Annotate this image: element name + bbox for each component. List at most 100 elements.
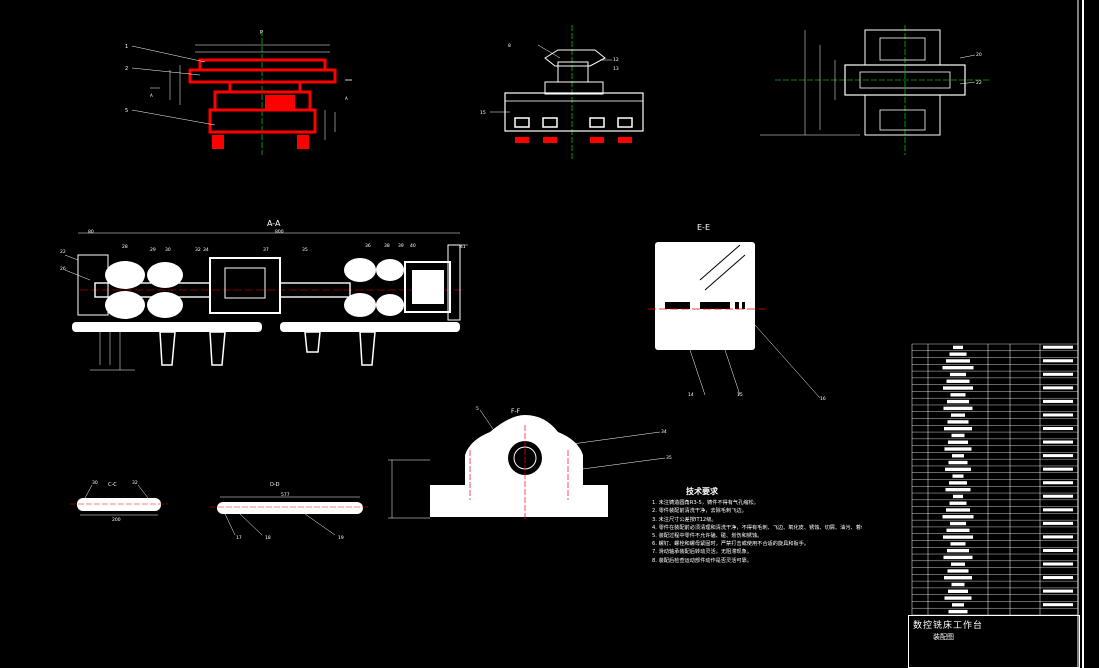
bom-entry-mark xyxy=(950,521,966,526)
bom-entry-mark xyxy=(953,494,963,499)
svg-text:32: 32 xyxy=(195,247,201,253)
svg-text:26: 26 xyxy=(60,266,66,272)
bom-entry-mark xyxy=(949,481,967,485)
bom-standard-mark xyxy=(1043,589,1073,593)
cc-length-dimension: 200 xyxy=(112,517,121,523)
svg-text:32: 32 xyxy=(132,480,138,486)
title-block: 数控铣床工作台 装配图 xyxy=(908,615,1080,668)
bom-standard-mark xyxy=(1043,440,1073,444)
svg-text:29: 29 xyxy=(150,247,156,253)
drawing-subtitle: 装配图 xyxy=(933,633,954,641)
bom-standard-mark xyxy=(1043,467,1073,471)
bom-entry-mark xyxy=(945,487,971,492)
section-ee-view: E-E 14 15 16 xyxy=(648,223,826,402)
bom-entry-mark xyxy=(949,501,967,505)
aa-left-dimension: 80 xyxy=(88,229,94,235)
bom-standard-mark xyxy=(1043,481,1073,485)
bom-entry-mark xyxy=(951,582,965,587)
svg-text:36: 36 xyxy=(365,243,371,249)
tech-line: 3. 未注尺寸公差按IT12级。 xyxy=(652,516,717,523)
svg-text:35: 35 xyxy=(666,455,672,461)
bom-entry-mark xyxy=(944,596,972,600)
svg-text:35: 35 xyxy=(302,247,308,253)
bom-entry-mark xyxy=(943,535,973,539)
svg-text:15: 15 xyxy=(737,392,743,398)
bom-entry-mark xyxy=(946,528,970,533)
section-cc-view: C-C 30 32 200 xyxy=(70,480,168,523)
bom-entry-mark xyxy=(942,515,974,519)
bom-entry-mark xyxy=(948,609,968,614)
svg-text:14: 14 xyxy=(688,392,694,398)
section-dd-view: D-D 17 18 19 577 xyxy=(210,482,370,541)
tech-requirements-title: 技术要求 xyxy=(686,487,718,496)
svg-text:8: 8 xyxy=(508,43,511,49)
section-aa-label: A-A xyxy=(267,219,281,228)
drawing-title: 数控铣床工作台 xyxy=(913,621,984,631)
bom-entry-mark xyxy=(947,420,969,424)
bom-standard-mark xyxy=(1043,426,1073,431)
bom-entry-mark xyxy=(943,555,973,560)
svg-text:22: 22 xyxy=(60,249,66,255)
bom-entry-mark xyxy=(950,393,966,397)
svg-text:5: 5 xyxy=(125,108,128,114)
tech-line: 4. 零件在装配前必须清理和清洗干净，不得有毛刺、飞边、氧化皮、锈蚀、切屑、油污… xyxy=(652,524,862,531)
bom-entry-mark xyxy=(952,603,964,607)
dd-length-dimension: 577 xyxy=(281,492,290,498)
svg-text:20: 20 xyxy=(976,52,982,58)
section-cc-label: C-C xyxy=(108,482,117,488)
top-right-view: 20 22 xyxy=(760,25,990,155)
bom-entry-mark xyxy=(947,569,969,573)
section-ff-label: F-F xyxy=(511,408,521,415)
parts-list xyxy=(911,343,1079,616)
svg-text:18: 18 xyxy=(265,535,271,541)
section-ff-view: F-F 5 34 35 xyxy=(388,406,672,520)
bom-entry-mark xyxy=(947,548,969,553)
aa-top-dimension: 800 xyxy=(275,229,284,235)
svg-text:P: P xyxy=(260,30,263,36)
tech-line: 2. 零件装配前清洗干净，去除毛刺飞边。 xyxy=(652,508,747,515)
svg-text:A: A xyxy=(150,93,153,98)
bom-entry-mark xyxy=(945,467,971,472)
bom-entry-mark xyxy=(951,413,965,417)
tech-line: 8. 装配后检查运动部件动作是否灵活可靠。 xyxy=(652,557,752,564)
bom-standard-mark xyxy=(1043,535,1073,539)
svg-text:30: 30 xyxy=(92,480,98,486)
top-left-view: P 1 2 5 A A xyxy=(125,30,352,155)
svg-text:41: 41 xyxy=(460,244,466,250)
bom-standard-mark xyxy=(1043,345,1073,349)
svg-text:13: 13 xyxy=(613,66,619,72)
svg-text:2: 2 xyxy=(125,66,128,72)
svg-text:39: 39 xyxy=(398,243,404,249)
svg-text:12: 12 xyxy=(613,57,619,63)
bom-entry-mark xyxy=(948,589,968,593)
bom-entry-mark xyxy=(946,359,970,363)
section-ee-label: E-E xyxy=(697,223,710,232)
tech-line: 7. 滑动轴承装配后转动灵活，无阻滞现象。 xyxy=(652,549,752,556)
svg-text:34: 34 xyxy=(203,247,209,253)
svg-text:28: 28 xyxy=(122,244,128,250)
bom-entry-mark xyxy=(948,440,968,444)
bom-standard-mark xyxy=(1043,521,1073,525)
section-aa-view: A-A 22 26 28 xyxy=(60,219,468,371)
svg-text:16: 16 xyxy=(820,396,826,402)
bom-entry-mark xyxy=(942,366,974,370)
svg-text:22: 22 xyxy=(976,80,982,86)
bom-standard-mark xyxy=(1043,386,1073,390)
svg-text:5: 5 xyxy=(476,406,479,412)
bom-standard-mark xyxy=(1043,413,1073,417)
bom-entry-mark xyxy=(946,508,970,512)
bom-entry-mark xyxy=(950,372,966,377)
svg-text:40: 40 xyxy=(410,243,416,249)
tech-line: 1. 未注铸造圆角R3-5，铸件不得有气孔缩松。 xyxy=(652,500,759,507)
section-dd-label: D-D xyxy=(270,482,280,488)
bom-entry-mark xyxy=(951,433,965,438)
svg-text:30: 30 xyxy=(165,247,171,253)
bom-entry-mark xyxy=(953,345,963,350)
bom-standard-mark xyxy=(1043,603,1073,607)
svg-text:34: 34 xyxy=(661,429,667,435)
top-center-view: 8 12 13 15 xyxy=(480,25,644,160)
tech-line: 5. 装配过程中零件不允许磕、碰、划伤和锈蚀。 xyxy=(652,533,763,540)
bom-standard-mark xyxy=(1043,508,1073,512)
bom-standard-mark xyxy=(1043,548,1073,552)
